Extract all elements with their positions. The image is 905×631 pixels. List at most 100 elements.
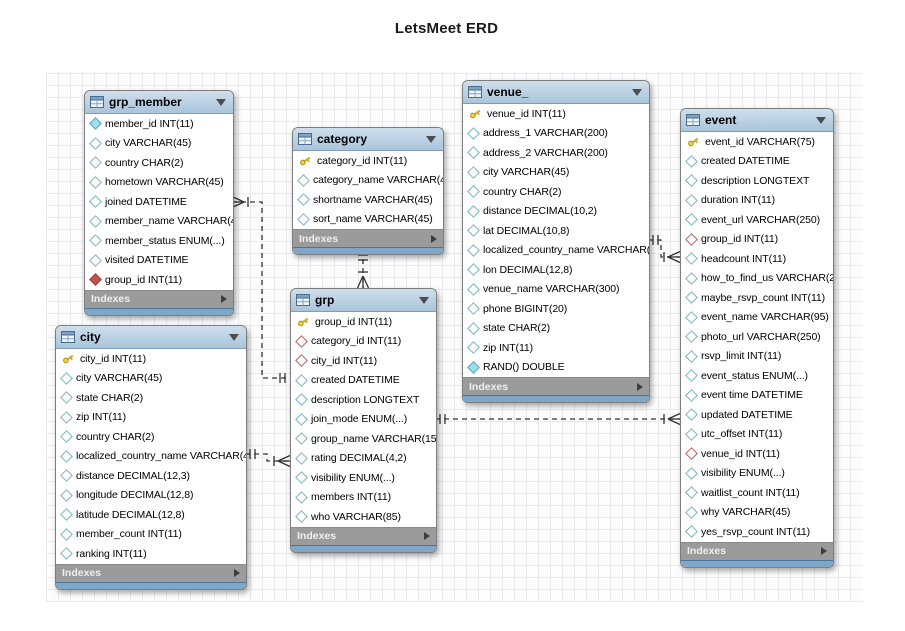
column-row[interactable]: lat DECIMAL(10,8) <box>463 221 649 241</box>
collapse-arrow-icon[interactable] <box>216 98 226 106</box>
column-row[interactable]: headcount INT(11) <box>681 249 833 269</box>
column-row[interactable]: address_2 VARCHAR(200) <box>463 143 649 163</box>
column-row[interactable]: joined DATETIME <box>85 192 233 212</box>
expand-arrow-icon[interactable] <box>637 382 643 391</box>
indexes-section[interactable]: Indexes <box>291 526 436 545</box>
column-row[interactable]: duration INT(11) <box>681 190 833 210</box>
column-row[interactable]: group_id INT(11) <box>681 229 833 249</box>
collapse-arrow-icon[interactable] <box>229 333 239 341</box>
column-row[interactable]: phone BIGINT(20) <box>463 299 649 319</box>
column-row[interactable]: lon DECIMAL(12,8) <box>463 260 649 280</box>
column-row[interactable]: member_count INT(11) <box>56 524 246 544</box>
indexes-section[interactable]: Indexes <box>56 563 246 582</box>
column-row[interactable]: visibility ENUM(...) <box>681 463 833 483</box>
column-row[interactable]: category_name VARCHAR(45) <box>293 170 443 190</box>
column-row[interactable]: distance DECIMAL(10,2) <box>463 201 649 221</box>
column-row[interactable]: shortname VARCHAR(45) <box>293 190 443 210</box>
column-row[interactable]: localized_country_name VARCHAR(45) <box>56 446 246 466</box>
column-row[interactable]: event_name VARCHAR(95) <box>681 307 833 327</box>
column-row[interactable]: created DATETIME <box>681 151 833 171</box>
column-row[interactable]: distance DECIMAL(12,3) <box>56 466 246 486</box>
column-row[interactable]: sort_name VARCHAR(45) <box>293 209 443 229</box>
indexes-section[interactable]: Indexes <box>463 377 649 395</box>
column-row[interactable]: zip INT(11) <box>56 407 246 427</box>
column-row[interactable]: longitude DECIMAL(12,8) <box>56 485 246 505</box>
column-row[interactable]: group_id INT(11) <box>85 270 233 290</box>
table-header[interactable]: grp_member <box>85 91 233 114</box>
column-row[interactable]: how_to_find_us VARCHAR(250) <box>681 268 833 288</box>
column-row[interactable]: event_status ENUM(...) <box>681 366 833 386</box>
column-row[interactable]: state CHAR(2) <box>463 318 649 338</box>
collapse-arrow-icon[interactable] <box>816 116 826 124</box>
column-row[interactable]: venue_id INT(11) <box>681 444 833 464</box>
column-row[interactable]: join_mode ENUM(...) <box>291 409 436 429</box>
column-row[interactable]: hometown VARCHAR(45) <box>85 172 233 192</box>
table-header[interactable]: city <box>56 326 246 349</box>
column-row[interactable]: rating DECIMAL(4,2) <box>291 448 436 468</box>
column-row[interactable]: maybe_rsvp_count INT(11) <box>681 288 833 308</box>
column-row[interactable]: description LONGTEXT <box>291 390 436 410</box>
column-row[interactable]: city VARCHAR(45) <box>463 162 649 182</box>
column-row[interactable]: city VARCHAR(45) <box>56 368 246 388</box>
column-row[interactable]: localized_country_name VARCHAR(45) <box>463 240 649 260</box>
column-row[interactable]: country CHAR(2) <box>463 182 649 202</box>
column-row[interactable]: category_id INT(11) <box>293 151 443 171</box>
column-row[interactable]: created DATETIME <box>291 370 436 390</box>
table-venue_[interactable]: venue_venue_id INT(11)address_1 VARCHAR(… <box>462 80 650 403</box>
column-row[interactable]: venue_name VARCHAR(300) <box>463 279 649 299</box>
table-header[interactable]: event <box>681 109 833 132</box>
column-row[interactable]: yes_rsvp_count INT(11) <box>681 522 833 542</box>
collapse-arrow-icon[interactable] <box>632 88 642 96</box>
column-row[interactable]: venue_id INT(11) <box>463 104 649 124</box>
column-row[interactable]: group_id INT(11) <box>291 312 436 332</box>
column-row[interactable]: event time DATETIME <box>681 385 833 405</box>
column-row[interactable]: who VARCHAR(85) <box>291 507 436 527</box>
column-row[interactable]: latitude DECIMAL(12,8) <box>56 505 246 525</box>
indexes-section[interactable]: Indexes <box>681 541 833 560</box>
table-header[interactable]: grp <box>291 289 436 312</box>
table-header[interactable]: venue_ <box>463 81 649 104</box>
column-row[interactable]: rsvp_limit INT(11) <box>681 346 833 366</box>
column-row[interactable]: event_id VARCHAR(75) <box>681 132 833 152</box>
column-row[interactable]: visited DATETIME <box>85 250 233 270</box>
indexes-section[interactable]: Indexes <box>293 229 443 247</box>
indexes-section[interactable]: Indexes <box>85 289 233 308</box>
expand-arrow-icon[interactable] <box>234 569 240 577</box>
column-row[interactable]: event_url VARCHAR(250) <box>681 210 833 230</box>
expand-arrow-icon[interactable] <box>431 234 437 243</box>
column-row[interactable]: utc_offset INT(11) <box>681 424 833 444</box>
column-row[interactable]: zip INT(11) <box>463 338 649 358</box>
column-row[interactable]: waitlist_count INT(11) <box>681 483 833 503</box>
collapse-arrow-icon[interactable] <box>426 135 436 143</box>
collapse-arrow-icon[interactable] <box>419 296 429 304</box>
column-row[interactable]: group_name VARCHAR(150) <box>291 429 436 449</box>
column-row[interactable]: member_id INT(11) <box>85 114 233 134</box>
expand-arrow-icon[interactable] <box>424 532 430 540</box>
column-row[interactable]: city_id INT(11) <box>291 351 436 371</box>
column-row[interactable]: country CHAR(2) <box>85 153 233 173</box>
column-row[interactable]: why VARCHAR(45) <box>681 502 833 522</box>
column-row[interactable]: city_id INT(11) <box>56 349 246 369</box>
column-row[interactable]: member_name VARCHAR(45) <box>85 211 233 231</box>
column-row[interactable]: visibility ENUM(...) <box>291 468 436 488</box>
column-row[interactable]: category_id INT(11) <box>291 331 436 351</box>
column-row[interactable]: state CHAR(2) <box>56 388 246 408</box>
expand-arrow-icon[interactable] <box>821 547 827 555</box>
column-row[interactable]: ranking INT(11) <box>56 544 246 564</box>
column-row[interactable]: country CHAR(2) <box>56 427 246 447</box>
column-row[interactable]: description LONGTEXT <box>681 171 833 191</box>
column-row[interactable]: photo_url VARCHAR(250) <box>681 327 833 347</box>
table-header[interactable]: category <box>293 128 443 151</box>
column-row[interactable]: members INT(11) <box>291 487 436 507</box>
column-row[interactable]: updated DATETIME <box>681 405 833 425</box>
column-row[interactable]: address_1 VARCHAR(200) <box>463 123 649 143</box>
column-row[interactable]: RAND() DOUBLE <box>463 357 649 377</box>
column-row[interactable]: member_status ENUM(...) <box>85 231 233 251</box>
expand-arrow-icon[interactable] <box>221 295 227 303</box>
column-row[interactable]: city VARCHAR(45) <box>85 133 233 153</box>
